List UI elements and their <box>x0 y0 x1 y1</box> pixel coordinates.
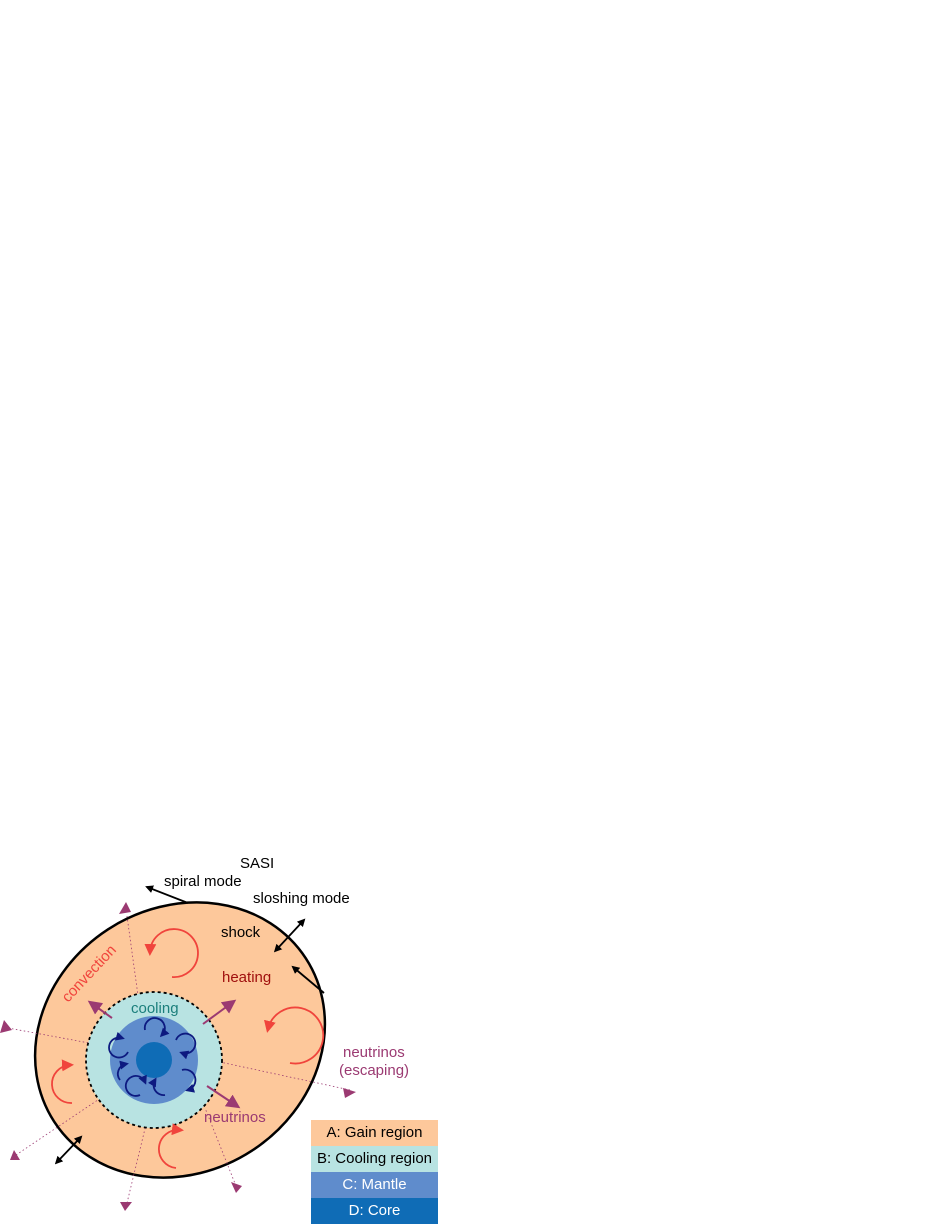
spiral-mode-label: spiral mode <box>164 873 242 890</box>
legend-label: A: Gain region <box>326 1124 423 1141</box>
gain-convection-arrows <box>51 928 325 1169</box>
core-region <box>136 1042 172 1078</box>
neutrino-arrows <box>87 999 241 1109</box>
legend-item-mantle: C: Mantle <box>311 1172 438 1198</box>
legend-label: D: Core <box>348 1202 401 1219</box>
legend-item-core: D: Core <box>311 1198 438 1224</box>
sasi-label: SASI <box>240 855 274 872</box>
cooling-label: cooling <box>131 1000 179 1017</box>
legend-label: C: Mantle <box>342 1176 407 1193</box>
legend-item-gain-region: A: Gain region <box>311 1120 438 1146</box>
neutrinos-escaping-sublabel: (escaping) <box>339 1062 409 1079</box>
mantle-convection-arrows <box>108 1017 197 1097</box>
heating-label: heating <box>222 969 271 986</box>
shock-label: shock <box>221 924 261 941</box>
escaping-neutrino-arrowheads <box>0 902 356 1211</box>
legend-item-cooling-region: B: Cooling region <box>311 1146 438 1172</box>
sloshing-mode-label: sloshing mode <box>253 890 350 907</box>
legend-label: B: Cooling region <box>316 1150 433 1167</box>
neutrinos-escaping-label: neutrinos <box>343 1044 405 1061</box>
sasi-arrows <box>54 885 325 1165</box>
neutrinos-label: neutrinos <box>204 1109 266 1126</box>
